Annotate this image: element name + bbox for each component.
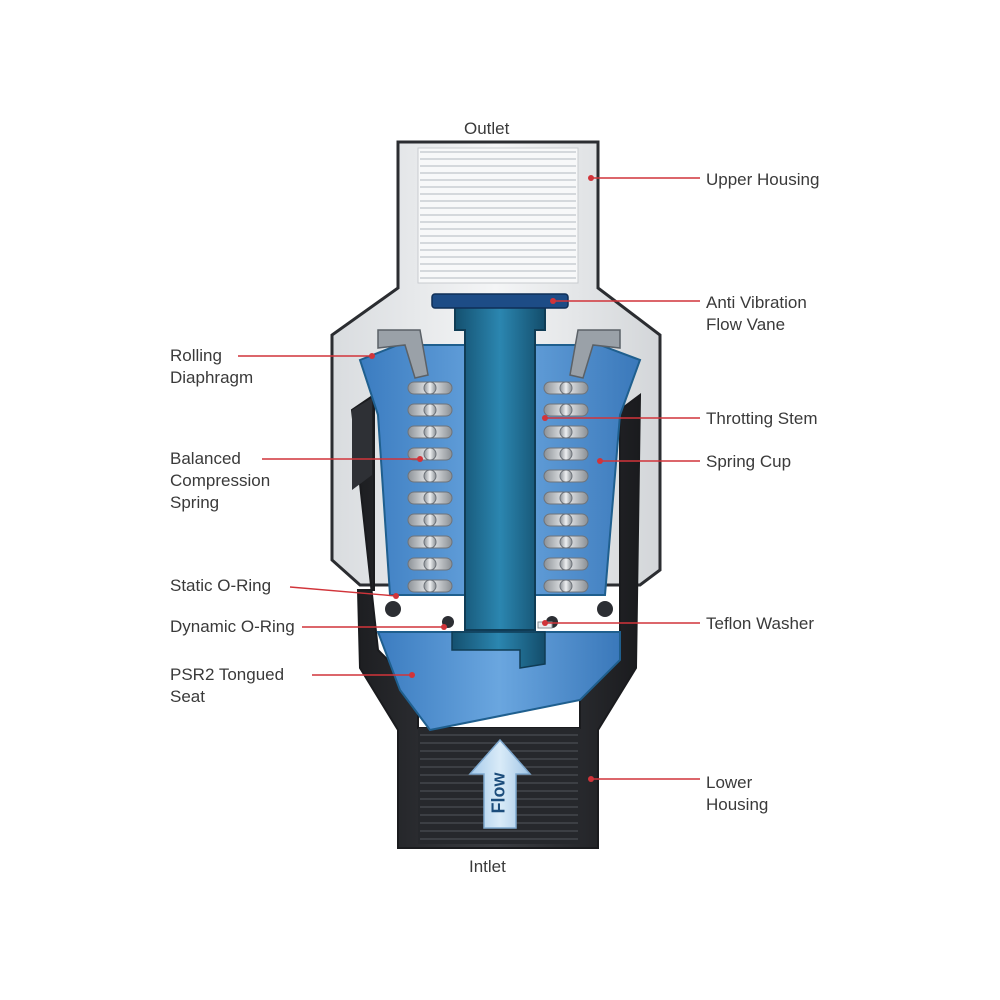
balanced-spring-label: Balanced Compression Spring <box>170 449 271 512</box>
static-o-ring-left <box>385 601 401 617</box>
throttling-stem <box>454 297 546 631</box>
spring-coil <box>423 579 437 593</box>
compression-spring-right <box>543 381 589 593</box>
spring-coil <box>559 535 573 549</box>
psr2-tongued-seat <box>376 631 621 732</box>
spring-coil <box>559 513 573 527</box>
upper-threads <box>417 147 579 284</box>
spring-coil <box>559 381 573 395</box>
psr2-seat-label: PSR2 Tongued Seat <box>170 665 285 706</box>
leader-dot <box>417 456 423 462</box>
spring-coil <box>423 513 437 527</box>
static-o-ring-right <box>597 601 613 617</box>
leader-dot <box>597 458 603 464</box>
leader-dot <box>588 175 594 181</box>
leader-dot <box>550 298 556 304</box>
spring-coil <box>423 491 437 505</box>
spring-coil <box>559 579 573 593</box>
lower-housing-label: Lower Housing <box>706 773 769 814</box>
spring-coil <box>559 491 573 505</box>
spring-coil <box>559 447 573 461</box>
rolling-diaphragm-label: Rolling Diaphragm <box>170 346 254 387</box>
spring-coil <box>423 469 437 483</box>
flow-label: Flow <box>488 772 509 814</box>
spring-coil <box>423 557 437 571</box>
compression-spring-left <box>407 381 453 593</box>
teflon-washer-label: Teflon Washer <box>706 614 815 633</box>
spring-coil <box>559 557 573 571</box>
rolling-diaphragm <box>377 329 429 379</box>
anti-vibration-label: Anti Vibration Flow Vane <box>706 293 807 334</box>
spring-cup-label: Spring Cup <box>706 452 792 471</box>
leader-dot <box>542 415 548 421</box>
leader-dot <box>369 353 375 359</box>
static-o-ring-label: Static O-Ring <box>170 576 272 595</box>
inlet-label: Intlet <box>469 857 506 876</box>
spring-coil <box>423 403 437 417</box>
spring-coil <box>559 403 573 417</box>
spring-coil <box>423 425 437 439</box>
leader-dot <box>542 620 548 626</box>
spring-coil <box>559 425 573 439</box>
spring-coil <box>423 535 437 549</box>
upper-housing-label: Upper Housing <box>706 170 820 189</box>
spring-coil <box>423 447 437 461</box>
dynamic-o-ring-label: Dynamic O-Ring <box>170 617 295 636</box>
spring-coil <box>423 381 437 395</box>
spring-coil <box>559 469 573 483</box>
leader-dot <box>588 776 594 782</box>
lower-housing-side-left <box>352 398 372 490</box>
throttling-stem-label: Throtting Stem <box>706 409 818 428</box>
anti-vibration-vane <box>431 293 569 309</box>
leader-lines <box>238 175 700 782</box>
leader-dot <box>441 624 447 630</box>
outlet-label: Outlet <box>464 119 510 138</box>
leader-dot <box>409 672 415 678</box>
flow-arrow <box>468 738 532 829</box>
leader-dot <box>393 593 399 599</box>
leader-line <box>289 586 397 597</box>
